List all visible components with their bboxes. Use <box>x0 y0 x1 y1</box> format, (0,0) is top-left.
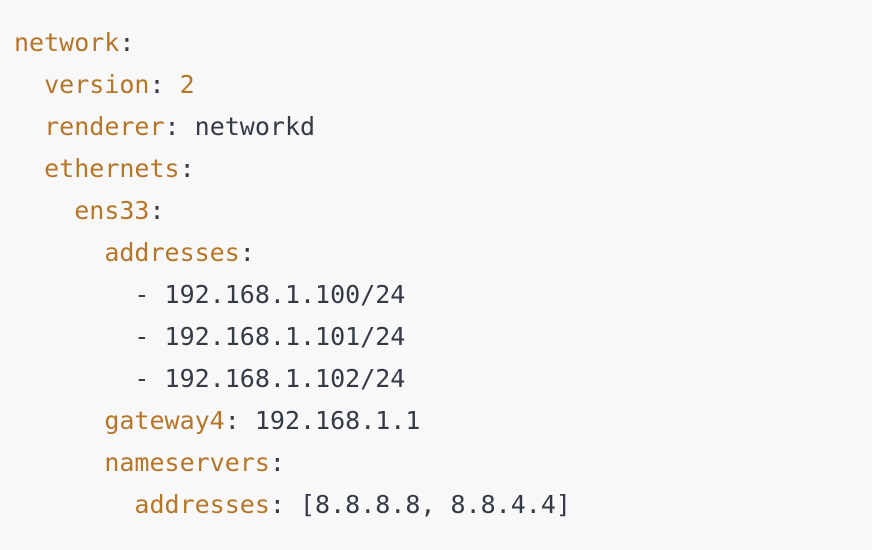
line-indent <box>14 448 104 477</box>
token-punct: : <box>269 448 285 477</box>
token-key: gateway4 <box>104 406 225 435</box>
code-line: version: 2 <box>14 64 872 106</box>
token-value: [8.8.8.8, 8.8.4.4] <box>284 490 571 519</box>
token-key: addresses <box>104 238 240 267</box>
line-indent <box>14 238 104 267</box>
code-line: addresses: [8.8.8.8, 8.8.4.4] <box>14 484 872 526</box>
line-indent <box>14 112 44 141</box>
code-line: - 192.168.1.102/24 <box>14 358 872 400</box>
code-line: ens33: <box>14 190 872 232</box>
line-indent <box>14 364 134 393</box>
code-line: gateway4: 192.168.1.1 <box>14 400 872 442</box>
code-line: - 192.168.1.101/24 <box>14 316 872 358</box>
line-indent <box>14 154 44 183</box>
code-line: - 192.168.1.100/24 <box>14 274 872 316</box>
line-indent <box>14 490 134 519</box>
token-dash: - <box>134 364 165 393</box>
token-punct: : <box>269 490 285 519</box>
token-key: nameservers <box>104 448 270 477</box>
code-line: ethernets: <box>14 148 872 190</box>
token-key: ens33 <box>74 196 150 225</box>
token-value: 192.168.1.102/24 <box>164 364 406 393</box>
token-value <box>165 70 180 99</box>
token-key: renderer <box>44 112 165 141</box>
token-punct: : <box>224 406 240 435</box>
token-key: addresses <box>134 490 270 519</box>
line-indent <box>14 280 134 309</box>
token-key: version <box>44 70 150 99</box>
token-punct: : <box>164 112 180 141</box>
token-dash: - <box>134 322 165 351</box>
line-indent <box>14 70 44 99</box>
code-line: network: <box>14 22 872 64</box>
token-value: 192.168.1.101/24 <box>164 322 406 351</box>
code-line: renderer: networkd <box>14 106 872 148</box>
token-value: 192.168.1.100/24 <box>164 280 406 309</box>
token-number: 2 <box>179 70 195 99</box>
token-punct: : <box>239 238 255 267</box>
line-indent <box>14 196 74 225</box>
token-value: networkd <box>179 112 316 141</box>
token-punct: : <box>149 196 165 225</box>
token-key: network <box>14 28 120 57</box>
token-value: 192.168.1.1 <box>239 406 421 435</box>
code-line: addresses: <box>14 232 872 274</box>
code-line: nameservers: <box>14 442 872 484</box>
token-punct: : <box>119 28 135 57</box>
token-punct: : <box>179 154 195 183</box>
token-punct: : <box>149 70 165 99</box>
token-key: ethernets <box>44 154 180 183</box>
line-indent <box>14 322 134 351</box>
line-indent <box>14 406 104 435</box>
token-dash: - <box>134 280 165 309</box>
